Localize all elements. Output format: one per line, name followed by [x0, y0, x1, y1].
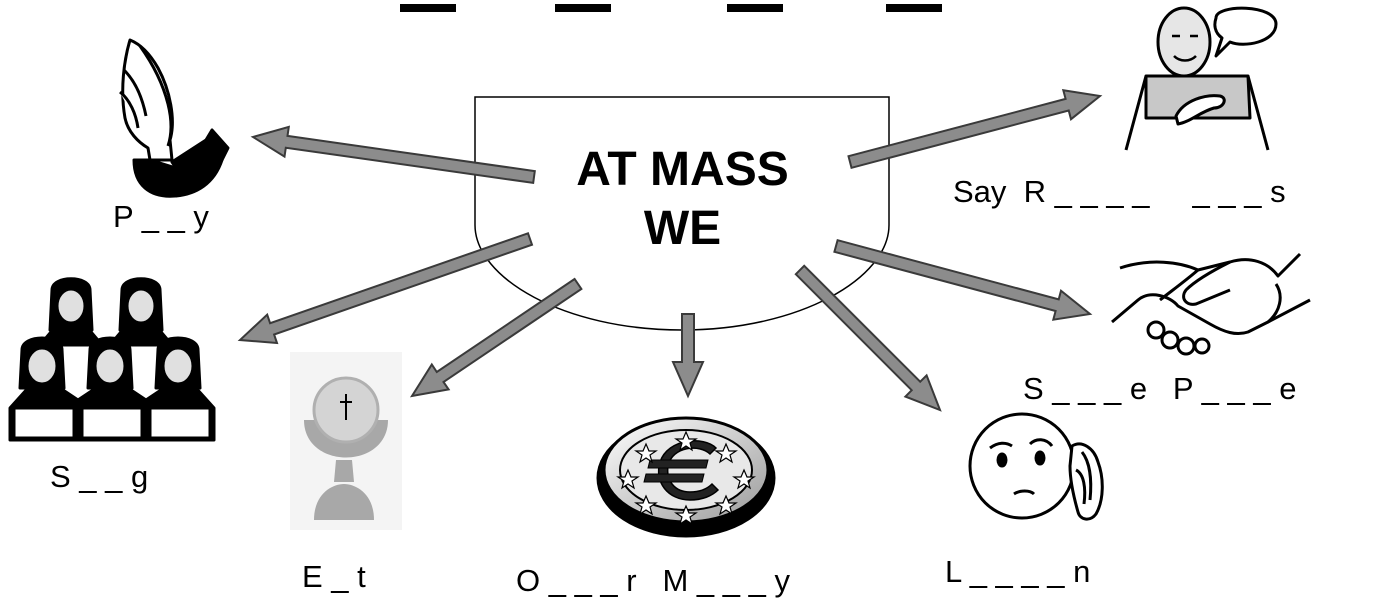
handshake-icon [1111, 252, 1311, 356]
choir-icon [8, 277, 216, 442]
label-share-peace: S _ _ _ e P _ _ _ e [1023, 371, 1297, 406]
arrow-to-sing [237, 232, 534, 345]
praying-hands-icon [119, 38, 230, 198]
arrow-to-eat [409, 277, 583, 398]
arrow-to-offer [671, 313, 705, 399]
arrow-to-pray [250, 125, 536, 185]
listening-face-icon [968, 412, 1104, 521]
label-say-responses: Say R _ _ _ _ _ _ _ s [953, 174, 1286, 209]
euro-coin-icon [596, 416, 776, 538]
arrow-to-share [833, 238, 1093, 321]
person-speaking-icon [1124, 6, 1278, 151]
chalice-host-icon [290, 352, 402, 530]
label-sing: S _ _ g [50, 459, 149, 494]
arrows-group [237, 88, 1103, 412]
label-offer-money: O _ _ _ r M _ _ _ y [516, 563, 790, 598]
center-title-line1: AT MASS [576, 143, 789, 196]
label-eat: E _ t [302, 559, 366, 594]
center-title-line2: WE [643, 202, 722, 255]
label-listen: L _ _ _ _ n [945, 554, 1091, 589]
top-blank-dashes [400, 4, 942, 12]
arrow-to-say [847, 88, 1103, 170]
arrow-to-listen [794, 264, 942, 412]
label-pray: P _ _ y [113, 199, 209, 234]
